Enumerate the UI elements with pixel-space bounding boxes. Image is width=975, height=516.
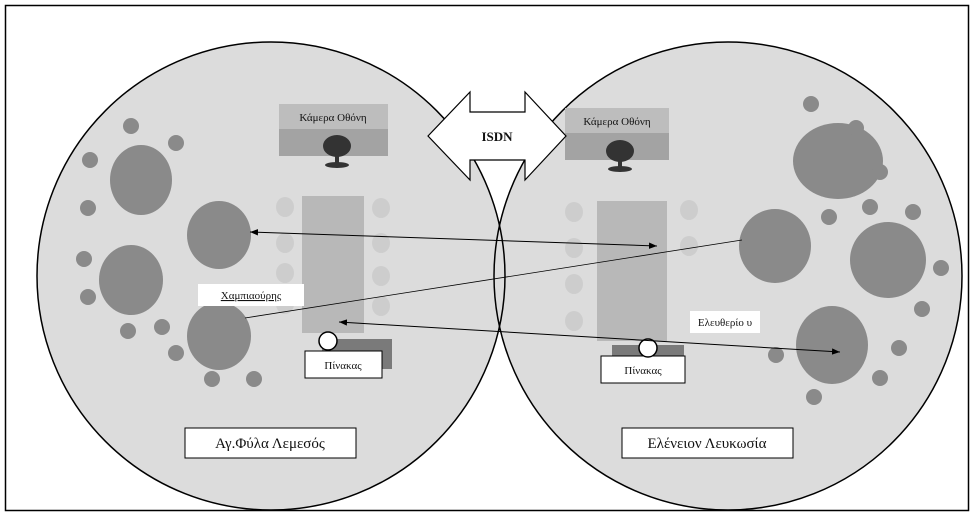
chair: [276, 233, 294, 253]
arrow-group-to-right-table: [249, 229, 658, 249]
left-person-label: Χαμπιαούρης: [221, 290, 282, 302]
right-site-name: Ελένειον Λευκωσία: [648, 436, 767, 452]
right-camera-stand: [618, 161, 622, 168]
right-monitor-top: [565, 108, 669, 133]
chair: [680, 200, 698, 220]
student-dot: [80, 200, 96, 216]
student-groups: [76, 96, 949, 405]
left-camera-base: [325, 162, 349, 168]
right-board: Πίνακας: [600, 338, 686, 384]
student-group: [850, 222, 926, 298]
right-table: [597, 201, 667, 341]
chair: [372, 296, 390, 316]
student-group: [110, 145, 172, 215]
left-camera-screen: Κάμερα Οθόνη: [279, 104, 388, 168]
left-camera-screen-label: Κάμερα Οθόνη: [299, 112, 367, 124]
left-site-box-frame: [184, 427, 357, 459]
student-dot: [123, 118, 139, 134]
student-dot: [821, 209, 837, 225]
left-site-name: Αγ.Φύλα Λεμεσός: [215, 436, 325, 452]
chair: [565, 202, 583, 222]
student-dot: [933, 260, 949, 276]
student-dot: [168, 345, 184, 361]
student-dot: [914, 301, 930, 317]
right-person-tag-bg: [690, 311, 760, 333]
chair: [680, 236, 698, 256]
student-group: [739, 209, 811, 283]
student-dot: [768, 347, 784, 363]
chair: [276, 263, 294, 283]
chair: [565, 311, 583, 331]
left-table: [302, 196, 364, 333]
student-group: [187, 201, 251, 269]
student-dot: [76, 251, 92, 267]
right-room-outline: [493, 41, 963, 511]
student-dot: [803, 96, 819, 112]
student-dot: [862, 199, 878, 215]
isdn-double-arrow: [427, 90, 567, 182]
right-board-label: Πίνακας: [624, 365, 662, 377]
student-dot: [872, 370, 888, 386]
left-board-label: Πίνακας: [324, 360, 362, 372]
student-dot: [154, 319, 170, 335]
student-dot: [120, 323, 136, 339]
right-camera-icon: [606, 140, 634, 162]
student-dot: [82, 152, 98, 168]
student-group: [187, 302, 251, 370]
left-site-box: Αγ.Φύλα Λεμεσός: [184, 427, 357, 459]
isdn-link: ISDN: [427, 90, 567, 182]
right-board-marker-icon: [638, 338, 658, 358]
chair: [565, 238, 583, 258]
right-board-label-box: [600, 355, 686, 384]
chair: [372, 266, 390, 286]
student-dot: [872, 164, 888, 180]
student-group: [796, 306, 868, 384]
isdn-label: ISDN: [481, 129, 513, 144]
left-board-marker-icon: [318, 331, 338, 351]
left-room-outline: [36, 41, 506, 511]
student-dot: [905, 204, 921, 220]
left-person-tag-bg: [198, 284, 304, 306]
student-dot: [80, 289, 96, 305]
left-person-tag: Χαμπιαούρης: [198, 284, 304, 306]
student-group: [99, 245, 163, 315]
right-person-label: Ελευθερίο υ: [698, 317, 753, 329]
right-camera-base: [608, 166, 632, 172]
right-site-box-frame: [621, 427, 794, 459]
link-line-between-groups: [244, 239, 743, 319]
student-dot: [891, 340, 907, 356]
student-dot: [848, 120, 864, 136]
left-monitor-top: [279, 104, 388, 129]
chair: [276, 197, 294, 217]
student-dot: [246, 371, 262, 387]
right-person-tag: Ελευθερίο υ: [690, 311, 760, 333]
chair: [372, 198, 390, 218]
student-dot: [806, 389, 822, 405]
right-site-box: Ελένειον Λευκωσία: [621, 427, 794, 459]
left-camera-icon: [323, 135, 351, 157]
left-camera-stand: [335, 156, 339, 164]
student-dot: [168, 135, 184, 151]
student-dot: [204, 371, 220, 387]
right-camera-screen: Κάμερα Οθόνη: [565, 108, 669, 172]
chair: [565, 274, 583, 294]
student-group: [793, 123, 883, 199]
arrow-left-table-to-right-group: [338, 319, 841, 355]
right-camera-screen-label: Κάμερα Οθόνη: [583, 116, 651, 128]
